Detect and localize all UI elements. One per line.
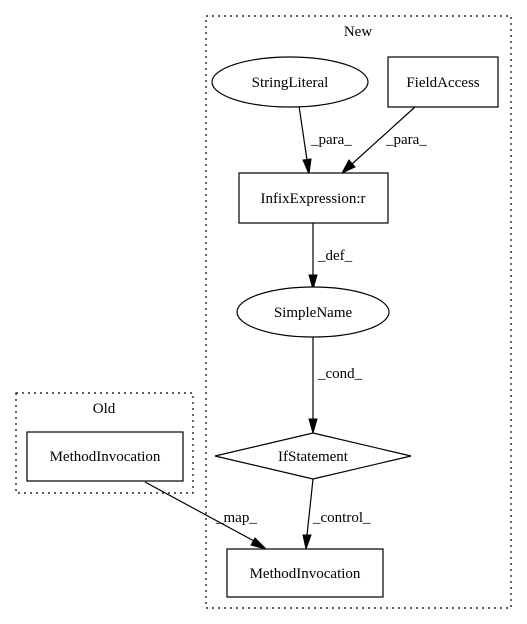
edge-string-to-infix: _para_ <box>298 105 352 176</box>
node-method-invocation-new[interactable]: MethodInvocation <box>226 548 384 598</box>
node-if-statement-label: IfStatement <box>278 449 349 465</box>
edge-label-old-to-new-method: _map_ <box>215 510 257 526</box>
edge-label-simple-to-if: _cond_ <box>317 366 363 382</box>
node-if-statement[interactable]: IfStatement <box>214 432 412 480</box>
node-method-invocation-old-label: MethodInvocation <box>50 449 161 465</box>
node-infix-expression[interactable]: InfixExpression:r <box>238 172 389 224</box>
edge-infix-to-simple: _def_ <box>308 221 353 291</box>
node-field-access[interactable]: FieldAccess <box>387 56 499 108</box>
cluster-old: Old <box>15 392 194 494</box>
edge-field-to-infix: _para_ <box>340 106 427 175</box>
node-simple-name[interactable]: SimpleName <box>236 286 390 338</box>
node-simple-name-label: SimpleName <box>274 305 353 321</box>
cluster-new: New <box>205 15 512 609</box>
edge-label-infix-to-simple: _def_ <box>317 248 353 264</box>
edge-label-string-to-infix: _para_ <box>310 132 352 148</box>
node-method-invocation-old[interactable]: MethodInvocation <box>26 431 184 482</box>
edge-label-if-to-method: _control_ <box>312 510 371 526</box>
edge-if-to-method: _control_ <box>302 478 371 551</box>
edge-label-field-to-infix: _para_ <box>385 132 427 148</box>
node-infix-expression-label: InfixExpression:r <box>261 191 366 207</box>
cluster-old-title: Old <box>93 401 116 417</box>
edge-simple-to-if: _cond_ <box>308 336 363 435</box>
cluster-new-title: New <box>344 24 372 40</box>
node-field-access-label: FieldAccess <box>406 75 479 91</box>
edge-old-to-new-method: _map_ <box>144 481 268 550</box>
node-method-invocation-new-label: MethodInvocation <box>250 566 361 582</box>
node-string-literal[interactable]: StringLiteral <box>211 56 369 108</box>
node-string-literal-label: StringLiteral <box>252 75 329 91</box>
